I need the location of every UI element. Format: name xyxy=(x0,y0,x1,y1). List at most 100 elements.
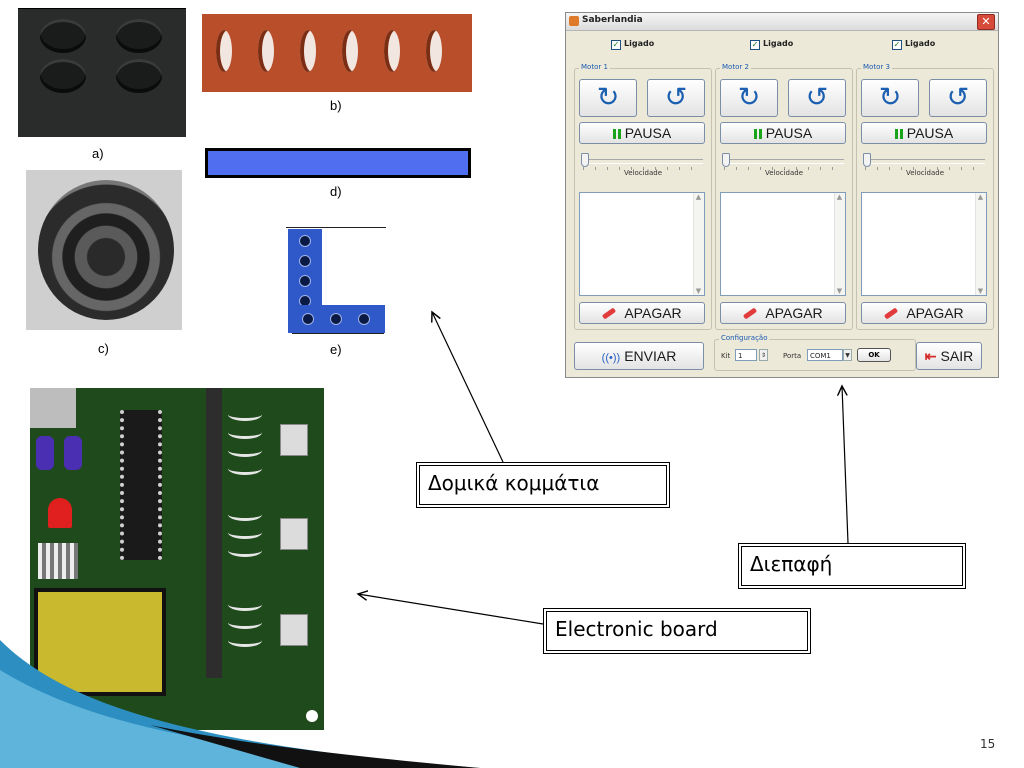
group-title: Motor 3 xyxy=(861,63,892,71)
motor3-rotate-cw-button[interactable]: ↻ xyxy=(861,79,919,117)
pause-icon xyxy=(753,129,757,139)
l-beam-hole xyxy=(299,255,311,267)
antenna-icon: ((•)) xyxy=(601,352,621,364)
motor2-rotate-ccw-button[interactable]: ↺ xyxy=(788,79,846,117)
rotate-ccw-icon: ↺ xyxy=(664,82,688,113)
motor3-speed-slider[interactable] xyxy=(863,153,871,167)
checkbox-label: Ligado xyxy=(624,39,655,48)
board-connector xyxy=(280,518,308,550)
speed-label: Velocidade xyxy=(623,169,663,177)
scrollbar[interactable]: ▲▼ xyxy=(834,193,845,295)
motor3-log-textarea[interactable]: ▲▼ xyxy=(861,192,987,296)
button-label: PAUSA xyxy=(765,125,813,141)
voltage-regulator xyxy=(30,388,76,428)
scroll-down-icon[interactable]: ▼ xyxy=(977,287,984,295)
kit-spinner[interactable]: ⇕ xyxy=(759,349,768,361)
ok-button[interactable]: OK xyxy=(857,348,891,362)
button-label: PAUSA xyxy=(624,125,672,141)
motor1-rotate-cw-button[interactable]: ↻ xyxy=(579,79,637,117)
send-button[interactable]: ((•))ENVIAR xyxy=(574,342,704,370)
close-button[interactable]: ✕ xyxy=(977,14,995,30)
l-beam-hole xyxy=(299,275,311,287)
motor2-speed-slider[interactable] xyxy=(722,153,730,167)
scroll-down-icon[interactable]: ▼ xyxy=(836,287,843,295)
window-title: Saberlandia xyxy=(582,15,643,25)
motor1-rotate-ccw-button[interactable]: ↺ xyxy=(647,79,705,117)
motor2-rotate-cw-button[interactable]: ↻ xyxy=(720,79,778,117)
beam-hole xyxy=(300,30,316,72)
checkmark-icon: ✓ xyxy=(892,40,902,50)
app-icon xyxy=(569,16,579,26)
l-beam-hole xyxy=(299,235,311,247)
chevron-down-icon[interactable]: ▼ xyxy=(843,349,852,361)
motor1-log-textarea[interactable]: ▲▼ xyxy=(579,192,705,296)
gear-body xyxy=(38,180,174,320)
pause-icon xyxy=(894,129,898,139)
mounting-hole xyxy=(306,710,318,722)
motor1-speed-track xyxy=(583,159,703,164)
callout-structural-parts: Δομικά κομμάτια xyxy=(416,462,670,508)
scroll-up-icon[interactable]: ▲ xyxy=(977,193,984,201)
scroll-up-icon[interactable]: ▲ xyxy=(836,193,843,201)
scroll-up-icon[interactable]: ▲ xyxy=(695,193,702,201)
speed-label: Velocidade xyxy=(764,169,804,177)
motor3-enabled-checkbox[interactable]: ✓Ligado xyxy=(892,39,935,50)
slide-corner-swoosh xyxy=(0,640,480,768)
brick-stud xyxy=(40,19,86,53)
l-beam-top-line xyxy=(286,227,386,228)
motor1-speed-slider[interactable] xyxy=(581,153,589,167)
saberlandia-window: Saberlandia ✕ ✓Ligado ✓Ligado ✓Ligado Mo… xyxy=(565,12,999,378)
arrow-to-structural-parts xyxy=(432,312,504,463)
motor3-rotate-ccw-button[interactable]: ↺ xyxy=(929,79,987,117)
motor2-pause-button[interactable]: PAUSA xyxy=(720,122,846,144)
checkmark-icon: ✓ xyxy=(611,40,621,50)
capacitor xyxy=(64,436,82,470)
beam-hole xyxy=(426,30,442,72)
kit-input[interactable]: 1 xyxy=(735,349,757,361)
board-connector xyxy=(280,614,308,646)
port-label: Porta xyxy=(783,352,802,360)
scrollbar[interactable]: ▲▼ xyxy=(975,193,986,295)
group-title: Motor 1 xyxy=(579,63,610,71)
button-label: APAGAR xyxy=(765,305,823,321)
port-select[interactable]: COM1 xyxy=(807,349,843,361)
brick-stud xyxy=(40,59,86,93)
board-connector xyxy=(280,424,308,456)
pin-header xyxy=(38,543,78,579)
motor1-pause-button[interactable]: PAUSA xyxy=(579,122,705,144)
exit-button[interactable]: ⇤SAIR xyxy=(916,342,982,370)
motor2-log-textarea[interactable]: ▲▼ xyxy=(720,192,846,296)
l-beam-bottom-line xyxy=(292,333,384,334)
motor2-group: Motor 2 ↻ ↺ PAUSA Velocidade ▲▼ APAGAR xyxy=(715,63,853,330)
button-label: SAIR xyxy=(940,348,974,364)
microcontroller-chip xyxy=(120,410,162,560)
coil xyxy=(228,408,262,421)
window-titlebar[interactable]: Saberlandia ✕ xyxy=(566,13,998,31)
scrollbar[interactable]: ▲▼ xyxy=(693,193,704,295)
figure-label-d: d) xyxy=(330,184,342,199)
l-beam-hole xyxy=(330,313,342,325)
motor3-pause-button[interactable]: PAUSA xyxy=(861,122,987,144)
l-beam-horizontal xyxy=(288,305,385,333)
motor3-group: Motor 3 ↻ ↺ PAUSA Velocidade ▲▼ APAGAR xyxy=(856,63,994,330)
motor2-enabled-checkbox[interactable]: ✓Ligado xyxy=(750,39,793,50)
scroll-down-icon[interactable]: ▼ xyxy=(695,287,702,295)
motor1-erase-button[interactable]: APAGAR xyxy=(579,302,705,324)
perforated-beam-photo xyxy=(202,14,472,92)
motor3-erase-button[interactable]: APAGAR xyxy=(861,302,987,324)
configuration-group: Configuração Kit 1 ⇕ Porta COM1 ▼ OK xyxy=(714,334,916,371)
motor2-erase-button[interactable]: APAGAR xyxy=(720,302,846,324)
motor1-enabled-checkbox[interactable]: ✓Ligado xyxy=(611,39,654,50)
coil xyxy=(228,426,262,439)
speed-label: Velocidade xyxy=(905,169,945,177)
checkbox-label: Ligado xyxy=(763,39,794,48)
beam-hole xyxy=(258,30,274,72)
checkmark-icon: ✓ xyxy=(750,40,760,50)
button-label: PAUSA xyxy=(906,125,954,141)
coil xyxy=(228,526,262,539)
rotate-ccw-icon: ↺ xyxy=(946,82,970,113)
flat-bar-shape xyxy=(205,148,471,178)
button-label: APAGAR xyxy=(906,305,964,321)
rotate-cw-icon: ↻ xyxy=(596,82,620,113)
beam-hole xyxy=(384,30,400,72)
